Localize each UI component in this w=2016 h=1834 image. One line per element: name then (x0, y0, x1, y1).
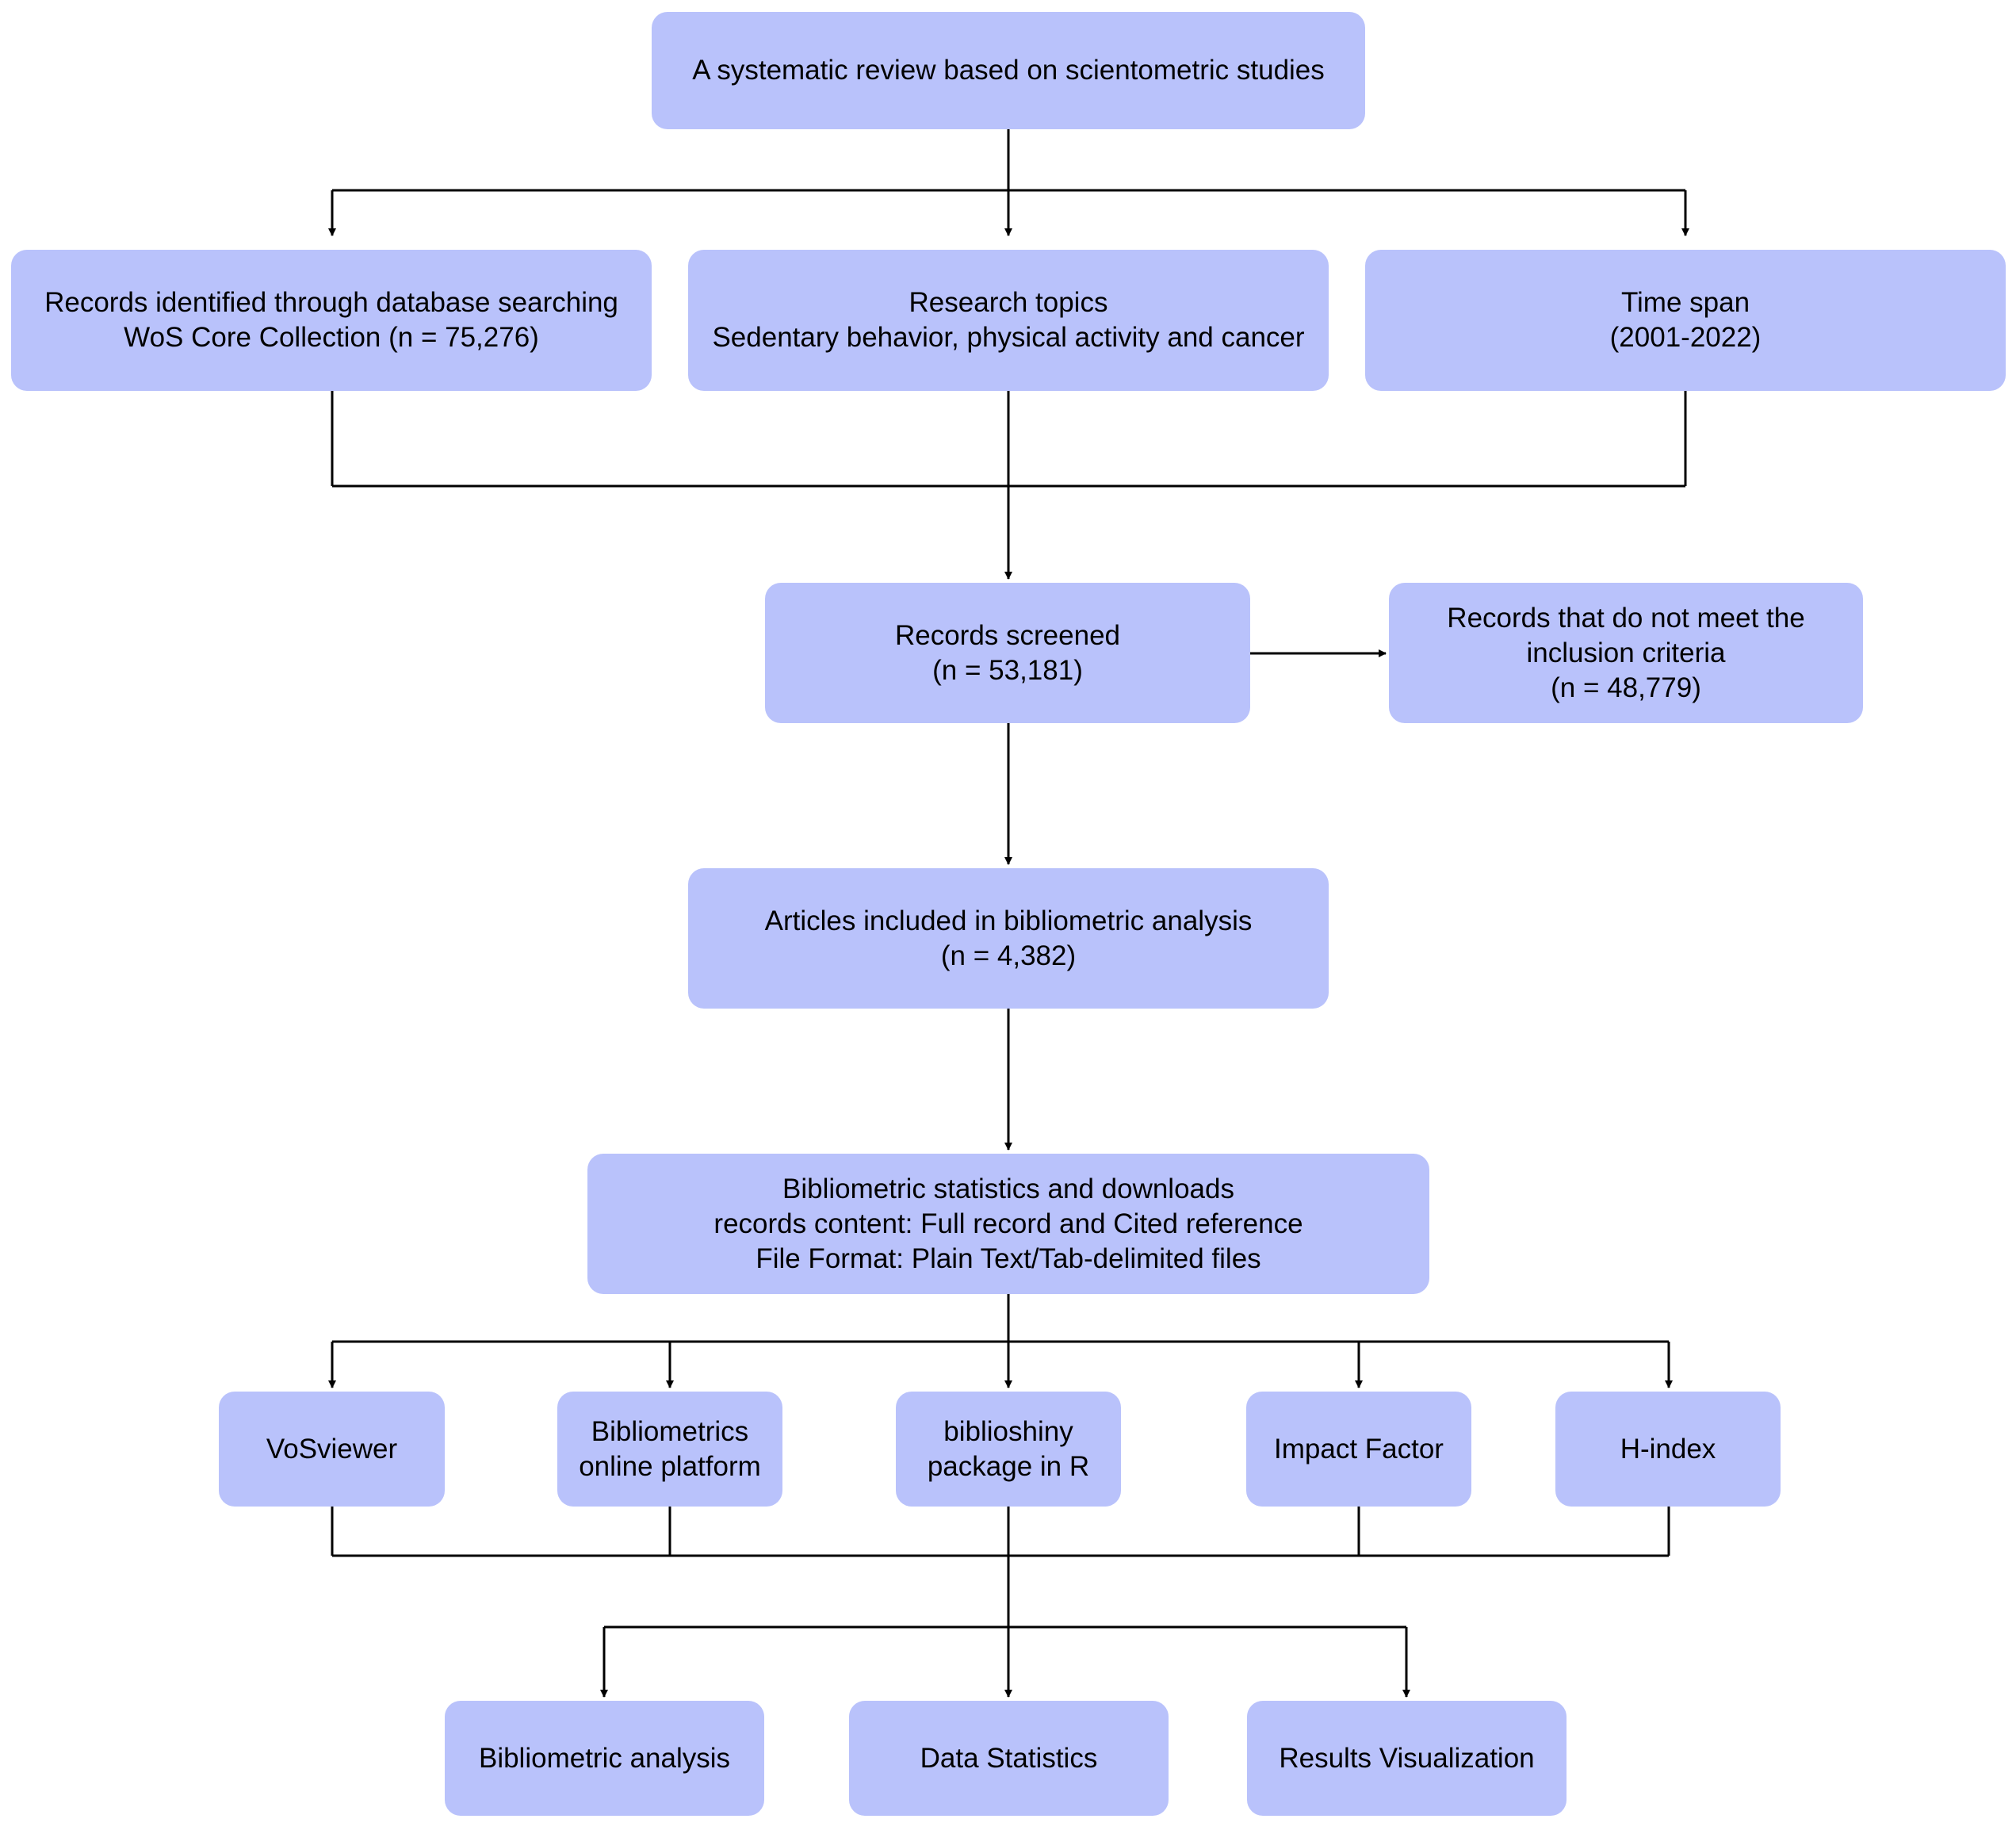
node-title: A systematic review based on scientometr… (652, 12, 1365, 129)
node-records-identified: Records identified through database sear… (11, 250, 652, 391)
records-identified-line-1: Records identified through database sear… (44, 287, 618, 318)
records-excluded-line-1: Records that do not meet the (1447, 602, 1805, 634)
node-vosviewer: VoSviewer (219, 1392, 445, 1507)
articles-included-line-2: (n = 4,382) (940, 940, 1077, 971)
node-results-visualization: Results Visualization (1247, 1701, 1567, 1816)
bibliometric-statistics-line-1: Bibliometric statistics and downloads (782, 1173, 1234, 1204)
node-h-index: H-index (1555, 1392, 1781, 1507)
research-topics-line-2: Sedentary behavior, physical activity an… (712, 322, 1305, 353)
node-bibliometric-statistics: Bibliometric statistics and downloads rec… (587, 1154, 1429, 1294)
records-excluded-line-3: (n = 48,779) (1551, 672, 1701, 703)
node-data-statistics: Data Statistics (849, 1701, 1169, 1816)
node-bibliometric-analysis: Bibliometric analysis (445, 1701, 764, 1816)
data-statistics-line-1: Data Statistics (920, 1742, 1098, 1774)
records-screened-line-2: (n = 53,181) (932, 654, 1083, 686)
title-line-1: A systematic review based on scientometr… (692, 55, 1325, 86)
node-records-screened: Records screened(n = 53,181) (765, 583, 1250, 723)
time-span-line-2: (2001-2022) (1609, 322, 1762, 353)
node-impact-factor: Impact Factor (1246, 1392, 1471, 1507)
time-span-line-1: Time span (1620, 287, 1750, 318)
biblioshiny-line-1: biblioshiny (943, 1415, 1073, 1447)
articles-included-line-1: Articles included in bibliometric analys… (764, 905, 1253, 936)
bibliometric-analysis-line-1: Bibliometric analysis (478, 1742, 731, 1774)
research-topics-line-1: Research topics (909, 287, 1108, 318)
vosviewer-line-1: VoSviewer (266, 1433, 398, 1465)
records-screened-line-1: Records screened (894, 619, 1121, 651)
biblioshiny-line-2: package in R (927, 1450, 1090, 1482)
records-identified-line-2: WoS Core Collection (n = 75,276) (124, 322, 539, 353)
impact-factor-line-1: Impact Factor (1274, 1433, 1444, 1465)
bibliometric-statistics-line-2: records content: Full record and Cited r… (713, 1208, 1303, 1239)
results-visualization-line-1: Results Visualization (1279, 1742, 1535, 1774)
bibliometrics-platform-line-1: Bibliometrics (591, 1415, 749, 1447)
records-excluded-line-2: inclusion criteria (1526, 637, 1726, 668)
node-articles-included: Articles included in bibliometric analys… (688, 868, 1329, 1009)
h-index-line-1: H-index (1620, 1433, 1716, 1465)
bibliometric-statistics-line-3: File Format: Plain Text/Tab-delimited fi… (756, 1242, 1261, 1274)
node-time-span: Time span (2001-2022) (1365, 250, 2006, 391)
bibliometrics-platform-line-2: online platform (579, 1450, 761, 1482)
